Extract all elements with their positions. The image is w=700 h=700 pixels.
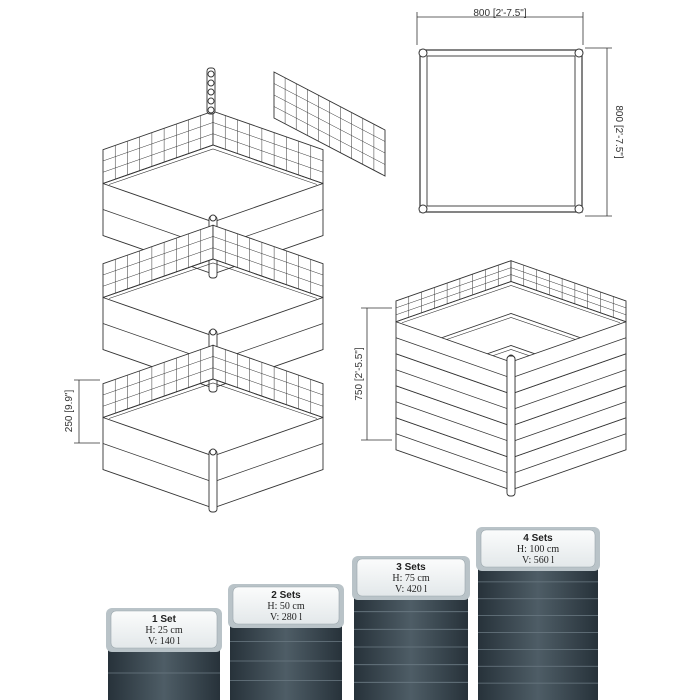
set-volume: V: 420 l bbox=[395, 584, 427, 595]
stack-height-dimension: 750 [2'-5.5"] bbox=[354, 307, 392, 441]
set-title: 3 Sets bbox=[396, 562, 426, 573]
dimension-single-height-label: 250 [9.9"] bbox=[64, 390, 75, 433]
set-height: H: 50 cm bbox=[267, 601, 304, 612]
exploded-assembly bbox=[102, 110, 324, 513]
dimension-width-label: 800 [2'-7.5"] bbox=[473, 8, 526, 19]
set-title: 4 Sets bbox=[523, 533, 553, 544]
single-height-dimension: 250 [9.9"] bbox=[64, 379, 100, 444]
set-title: 2 Sets bbox=[271, 590, 301, 601]
set-height: H: 25 cm bbox=[145, 625, 182, 636]
top-view-plan: 800 [2'-7.5"] 800 [2'-7.5"] bbox=[416, 8, 624, 217]
set-title: 1 Set bbox=[152, 614, 177, 625]
dimension-depth-label: 800 [2'-7.5"] bbox=[613, 105, 624, 158]
set-height: H: 75 cm bbox=[392, 573, 429, 584]
set-volume: V: 140 l bbox=[148, 636, 180, 647]
set-volume: V: 560 l bbox=[522, 555, 554, 566]
loose-wall-panel bbox=[206, 67, 386, 177]
set-volume: V: 280 l bbox=[270, 612, 302, 623]
stacked-assembly bbox=[395, 260, 627, 497]
set-height: H: 100 cm bbox=[517, 544, 559, 555]
dimension-stack-height-label: 750 [2'-5.5"] bbox=[354, 347, 365, 400]
